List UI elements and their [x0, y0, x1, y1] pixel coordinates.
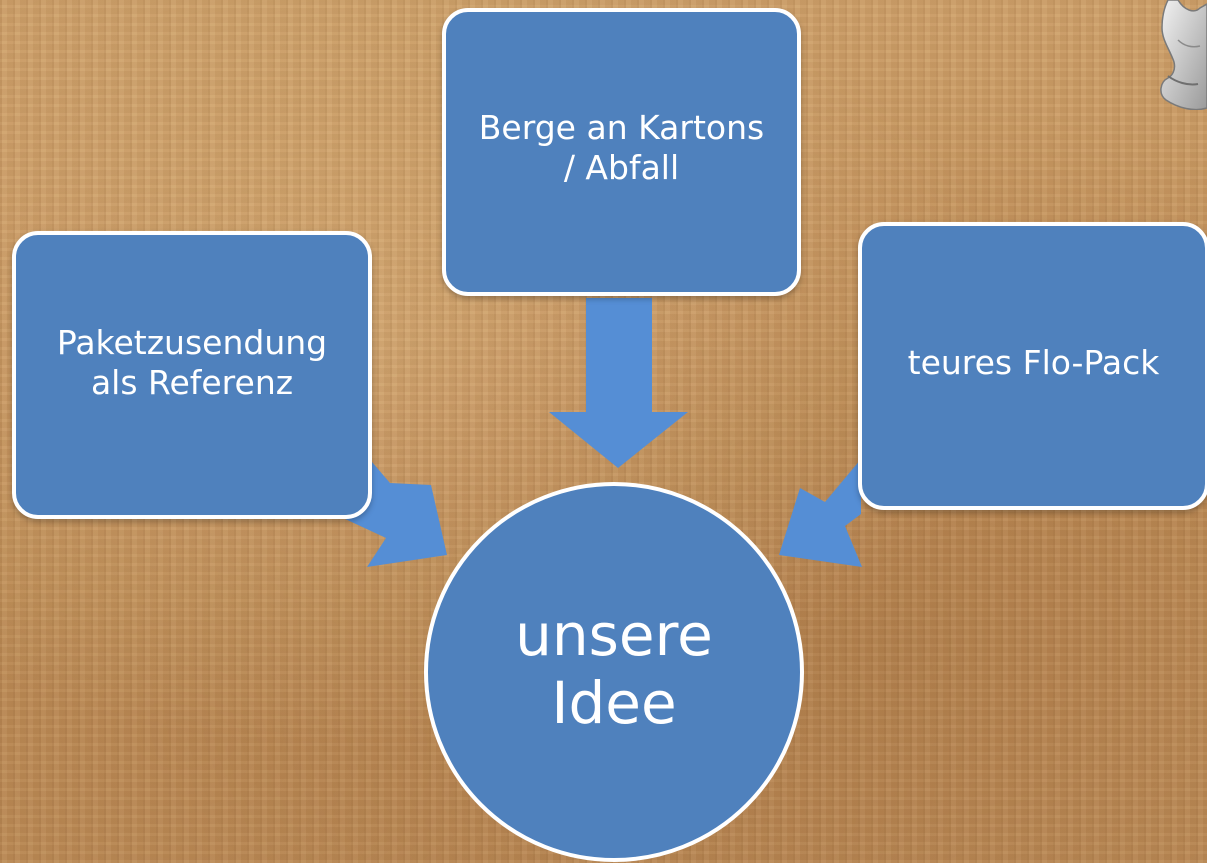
arrow-top-to-center	[549, 298, 688, 468]
arrow-right-to-center	[779, 459, 862, 567]
figure-icon	[1148, 0, 1207, 110]
center-node-label: unsere Idee	[515, 600, 713, 737]
node-right-label: teures Flo-Pack	[907, 342, 1160, 382]
node-left: Paketzusendung als Referenz	[12, 231, 372, 519]
node-top-label: Berge an Kartons / Abfall	[478, 108, 765, 188]
center-node: unsere Idee	[424, 482, 804, 862]
node-right: teures Flo-Pack	[858, 222, 1207, 510]
node-top: Berge an Kartons / Abfall	[442, 8, 801, 296]
node-left-label: Paketzusendung als Referenz	[56, 322, 328, 402]
